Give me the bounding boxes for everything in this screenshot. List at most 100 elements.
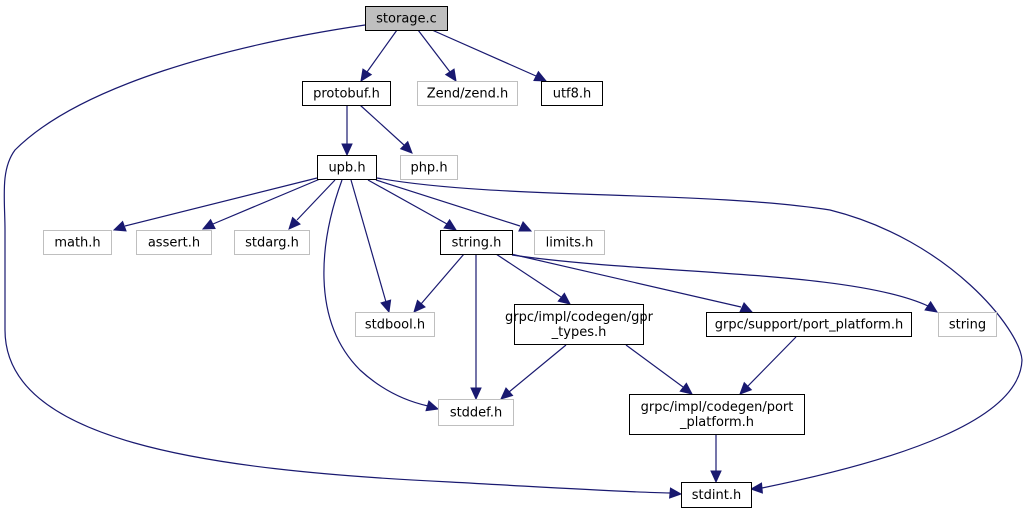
edge-upb-h-to-string-h (367, 179, 458, 231)
edge-line (350, 179, 387, 303)
node-label: protobuf.h (313, 87, 380, 102)
edge-upb-h-to-stddef-h (323, 179, 440, 412)
node-box (365, 6, 448, 31)
node-support-port-platform-h[interactable]: grpc/support/port_platform.h (706, 312, 912, 337)
edge-line (375, 179, 521, 227)
node-label: limits.h (546, 236, 594, 251)
node-box (43, 230, 112, 255)
arrowhead-icon (201, 218, 216, 230)
node-box (136, 230, 212, 255)
edge-line (417, 29, 451, 73)
arrowhead-icon (924, 300, 939, 313)
node-stddef-h: stddef.h (438, 399, 514, 426)
node-box (629, 394, 805, 435)
arrowhead-icon (710, 470, 722, 484)
node-string-h[interactable]: string.h (440, 230, 513, 255)
node-box (541, 81, 603, 106)
arrowhead-icon (669, 487, 683, 499)
edge-storage-c-to-utf8-h (431, 29, 548, 82)
node-box (706, 312, 912, 337)
edge-line (510, 253, 742, 308)
node-box (417, 81, 518, 106)
node-label: Zend/zend.h (427, 87, 508, 102)
node-label: utf8.h (553, 87, 592, 102)
edge-line (359, 104, 405, 146)
arrowhead-icon (443, 218, 458, 231)
node-label: php.h (410, 161, 447, 176)
arrowhead-icon (500, 387, 514, 400)
edge-line (3, 24, 671, 494)
node-box (302, 81, 391, 106)
node-label: _types.h (551, 325, 607, 340)
edge-protobuf-h-to-php-h (359, 104, 413, 154)
node-assert-h: assert.h (136, 230, 212, 255)
node-box (938, 312, 997, 337)
arrowhead-icon (749, 482, 763, 494)
arrowhead-icon (518, 220, 533, 232)
node-label: stdint.h (692, 488, 741, 503)
node-utf8-h[interactable]: utf8.h (541, 81, 603, 106)
edge-line (511, 254, 929, 307)
edge-line (323, 179, 429, 407)
arrowhead-icon (739, 381, 753, 395)
nodes-layer: storage.c protobuf.h Zend/zend.h utf8.h upb.… (43, 6, 997, 508)
node-upb-h[interactable]: upb.h (317, 155, 377, 180)
edge-string-h-to-gpr-types-h (495, 253, 571, 305)
node-stdarg-h: stdarg.h (234, 230, 310, 255)
node-label: assert.h (148, 236, 200, 251)
node-string: string (938, 312, 997, 337)
node-codegen-port-platform-h[interactable]: grpc/impl/codegen/port_platform.h (629, 394, 805, 435)
node-label: stddef.h (450, 406, 502, 421)
node-gpr-types-h[interactable]: grpc/impl/codegen/gpr_types.h (505, 304, 654, 345)
node-label: storage.c (376, 12, 437, 27)
node-storage-c[interactable]: storage.c (365, 6, 448, 31)
edge-string-h-to-stddef-h (470, 254, 482, 401)
node-box (440, 230, 513, 255)
node-box (317, 155, 377, 180)
edge-storage-c-to-zend-h (417, 29, 457, 83)
edge-line (495, 253, 562, 298)
edge-line (296, 179, 336, 221)
edge-line (124, 177, 318, 227)
node-box (438, 399, 514, 426)
arrowhead-icon (557, 292, 571, 305)
node-php-h: php.h (400, 155, 458, 180)
node-stdint-h[interactable]: stdint.h (681, 482, 752, 508)
edge-codegen-port-platform-h-to-stdint-h (710, 434, 722, 484)
arrowhead-icon (425, 400, 440, 412)
arrowhead-icon (341, 143, 353, 157)
edge-storage-c-to-protobuf-h (360, 29, 398, 83)
edges-layer (3, 24, 1023, 499)
edge-upb-h-to-stdint-h (376, 177, 1023, 494)
edge-storage-c-to-stdint-h (3, 24, 683, 499)
edge-line (212, 178, 321, 225)
edge-gpr-types-h-to-stddef-h (500, 344, 567, 400)
edge-line (431, 29, 537, 77)
arrowhead-icon (288, 216, 301, 230)
arrowhead-icon (360, 68, 373, 83)
node-label: stdarg.h (245, 236, 299, 251)
arrowhead-icon (533, 70, 548, 82)
edge-string-h-to-string (511, 254, 939, 313)
node-label: grpc/impl/codegen/port (641, 400, 794, 415)
edge-gpr-types-h-to-codegen-port-platform-h (625, 344, 693, 395)
node-box (355, 312, 435, 337)
node-label: _platform.h (679, 415, 754, 430)
arrowhead-icon (444, 68, 457, 83)
arrowhead-icon (380, 299, 392, 314)
arrowhead-icon (470, 387, 482, 401)
node-math-h: math.h (43, 230, 112, 255)
node-label: grpc/support/port_platform.h (715, 318, 903, 333)
arrowhead-icon (739, 301, 754, 313)
node-protobuf-h[interactable]: protobuf.h (302, 81, 391, 106)
node-label: string.h (452, 236, 502, 251)
edge-line (376, 177, 1023, 489)
arrowhead-icon (112, 220, 127, 232)
edge-upb-h-to-math-h (112, 177, 318, 232)
node-stdbool-h: stdbool.h (355, 312, 435, 337)
edge-upb-h-to-stdbool-h (350, 179, 392, 314)
edge-support-port-platform-h-to-codegen-port-platform-h (739, 336, 797, 395)
node-label: string (949, 318, 986, 333)
edge-upb-h-to-limits-h (375, 179, 533, 232)
